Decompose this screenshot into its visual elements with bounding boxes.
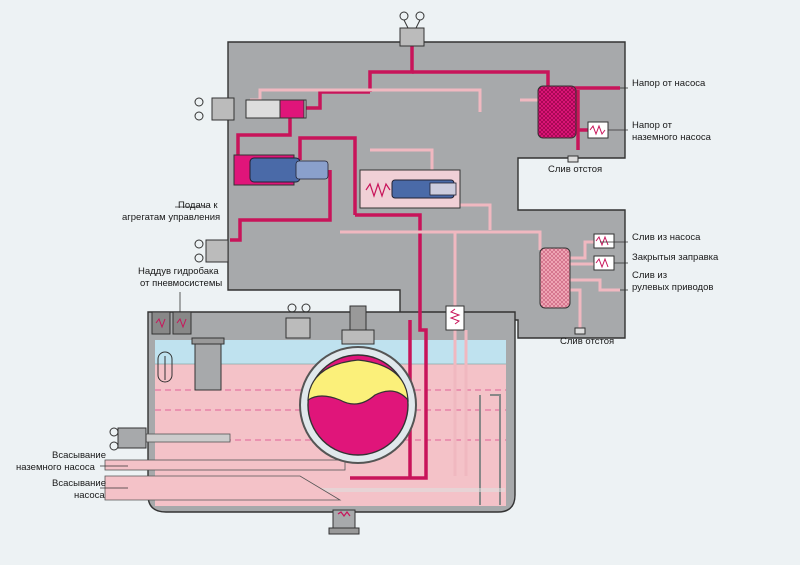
label-drain-steering-2: рулевых приводов — [632, 282, 714, 293]
label-ground-pump-suction-2: наземного насоса — [16, 462, 95, 473]
label-ground-pump-pressure-2: наземного насоса — [632, 132, 711, 143]
label-sludge-drain-bottom: Слив отстоя — [560, 336, 615, 347]
pressure-switch — [205, 97, 307, 263]
drain-port-bottom — [574, 327, 586, 335]
level-sensor — [285, 317, 311, 339]
relief-valve — [359, 169, 461, 209]
label-ground-pump-suction-1: Всасывание — [52, 450, 107, 461]
label-supply-1: Подача к — [178, 200, 218, 211]
main-valve — [233, 154, 329, 186]
label-pump-suction-1: Всасывание — [52, 478, 107, 489]
return-filter — [539, 247, 571, 309]
pressurization-valves — [151, 311, 192, 335]
label-sludge-drain-top: Слив отстоя — [548, 164, 603, 175]
label-pump-suction-2: насоса — [74, 490, 105, 501]
label-closed-refuel: Закрытыя заправка — [632, 252, 719, 263]
label-pump-pressure: Напор от насоса — [632, 78, 706, 89]
label-supply-2: агрегатам управления — [122, 212, 221, 223]
bladder-accumulator — [299, 305, 417, 464]
check-valves — [445, 121, 615, 331]
label-pressurization-1: Наддув гидробака — [138, 266, 219, 277]
suction-pipes — [104, 427, 346, 501]
pressure-filter — [537, 85, 577, 139]
top-sensor — [399, 11, 425, 47]
leader-lines — [100, 87, 628, 489]
label-drain-steering-1: Слив из — [632, 270, 668, 281]
label-ground-pump-pressure-1: Напор от — [632, 120, 672, 131]
drain-port-top — [567, 155, 579, 163]
label-pressurization-2: от пневмосистемы — [140, 278, 223, 289]
connector-symbols — [109, 97, 311, 451]
pressure-lines — [230, 46, 620, 480]
label-drain-from-pump: Слив из насоса — [632, 232, 701, 243]
